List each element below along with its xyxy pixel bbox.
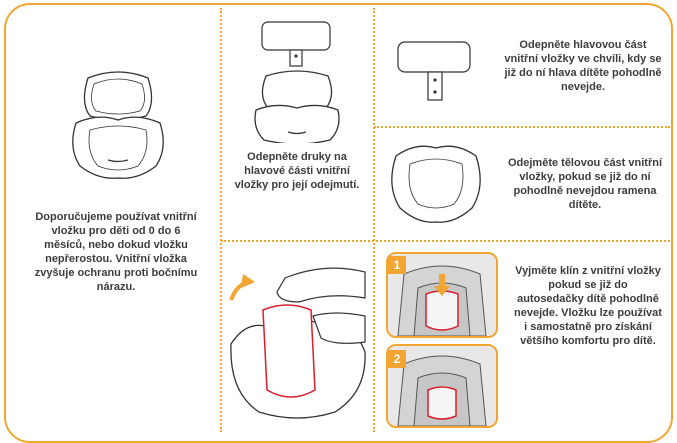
divider-vertical-1 [220,8,222,432]
head-and-body-insert-illustration [252,18,342,143]
divider-vertical-2 [373,8,375,432]
head-detach-text: Odepněte druky na hlavové části vnitřní … [232,150,362,192]
body-remove-text: Odejměte tělovou část vnitřní vložky, po… [505,156,665,212]
intro-text: Doporučujeme používat vnitřní vložku pro… [30,210,202,294]
step-1-badge: 1 [388,256,406,274]
wedge-remove-text: Vyjměte klín z vnitřní vložky pokud se j… [514,264,662,348]
head-remove-text: Odepněte hlavovou část vnitřní vložky ve… [502,38,664,94]
head-part-illustration [392,34,476,106]
body-part-illustration [386,138,486,228]
step-2-badge: 2 [388,350,406,368]
divider-horizontal-bottom [221,240,670,242]
wedge-removal-hands-illustration [225,252,370,422]
full-insert-illustration [68,68,168,183]
divider-horizontal-right [374,126,670,128]
